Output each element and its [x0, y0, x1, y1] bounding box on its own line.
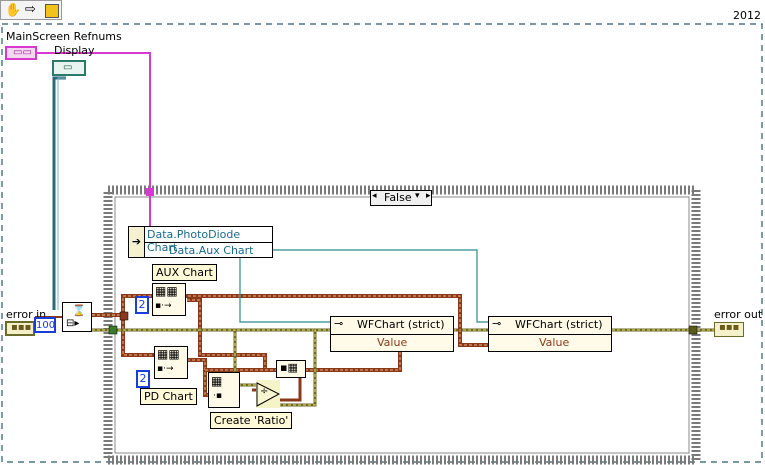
- array-grid-icon: ▦▦: [155, 284, 178, 298]
- merge-icon: ⊟▸: [66, 318, 80, 329]
- unbundle-arrow-icon: ➔: [129, 227, 145, 257]
- unbundle-by-name[interactable]: ➔ Data.PhotoDiode Chart Data.Aux Chart: [128, 226, 273, 258]
- toolbar: ✋ ⇨: [0, 0, 62, 20]
- cluster-icon: ▪▪▪: [11, 322, 32, 333]
- wait-node[interactable]: ⌛ ⊟▸: [62, 302, 92, 332]
- aux-index-array-node[interactable]: ▦▦ ▪·→: [152, 283, 186, 316]
- aux-index-constant[interactable]: 2: [135, 296, 149, 314]
- pd-chart-label: PD Chart: [140, 388, 197, 405]
- wfchart-title: WFChart (strict): [357, 318, 445, 331]
- error-out-terminal[interactable]: ▪▪▪: [714, 322, 744, 337]
- mainscreen-refnums-terminal[interactable]: ▭▭: [5, 46, 37, 60]
- mainscreen-refnums-label: MainScreen Refnums: [6, 30, 122, 43]
- unbundle-field-photodiode: Data.PhotoDiode Chart: [147, 228, 241, 254]
- unbundle-field-aux: Data.Aux Chart: [169, 244, 254, 257]
- increment-icon: ▸: [426, 191, 431, 201]
- display-terminal[interactable]: ▭: [52, 60, 86, 76]
- display-label: Display: [54, 44, 95, 57]
- ratio-array-node[interactable]: ▦ ·▪: [208, 372, 240, 408]
- build-array-node[interactable]: ▪▦: [276, 360, 306, 378]
- wfchart-property-node-aux[interactable]: ⊸ WFChart (strict) Value: [488, 316, 612, 352]
- array-grid-icon: ▦▦: [157, 347, 180, 361]
- error-out-label: error out: [714, 308, 763, 321]
- wfchart-title: WFChart (strict): [515, 318, 603, 331]
- run-mode-icon[interactable]: [45, 4, 59, 18]
- pd-index-constant[interactable]: 2: [136, 370, 150, 388]
- wfchart-property-node-pd[interactable]: ⊸ WFChart (strict) Value: [330, 316, 454, 352]
- aux-ref-wire: [272, 249, 490, 323]
- property-value-label: Value: [377, 336, 408, 349]
- property-node-icon: ⊸: [334, 317, 344, 330]
- divide-node[interactable]: ÷: [256, 380, 280, 408]
- error-in-terminal[interactable]: ▪▪▪: [5, 321, 35, 336]
- version-label: 2012: [733, 9, 761, 22]
- array-grid-icon: ▪▦: [280, 361, 298, 374]
- case-selector[interactable]: ◂ False ▾ ▸: [370, 190, 432, 206]
- hand-icon[interactable]: ✋: [5, 3, 22, 18]
- hourglass-icon: ⌛: [72, 304, 86, 317]
- property-node-icon: ⊸: [492, 317, 502, 330]
- display-wire: [52, 76, 66, 310]
- photodiode-ref-wire: [239, 258, 332, 323]
- ratio-output-icon: ▪·→: [155, 301, 172, 311]
- display-ref-icon: ▭: [63, 62, 73, 73]
- dropdown-icon: ▾: [415, 191, 420, 201]
- array-grid-icon: ▦: [211, 374, 223, 388]
- cluster-icon: ▪▪▪: [719, 322, 740, 333]
- create-ratio-label: Create 'Ratio': [210, 412, 293, 429]
- arrow-icon[interactable]: ⇨: [25, 2, 36, 17]
- decrement-icon: ◂: [372, 191, 377, 201]
- pd-index-array-node[interactable]: ▦▦ ▪·→: [154, 346, 188, 379]
- refnum-icon: ▭▭: [13, 47, 32, 58]
- ratio-output-icon: ·▪: [213, 391, 222, 401]
- timeout-constant[interactable]: 100: [34, 317, 56, 333]
- property-value-label: Value: [539, 336, 570, 349]
- ratio-output-icon: ▪·→: [157, 364, 174, 374]
- refnum-wire: [36, 52, 151, 228]
- divide-icon: ÷: [260, 386, 269, 397]
- aux-chart-label: AUX Chart: [152, 264, 217, 281]
- case-selector-value: False: [384, 191, 412, 204]
